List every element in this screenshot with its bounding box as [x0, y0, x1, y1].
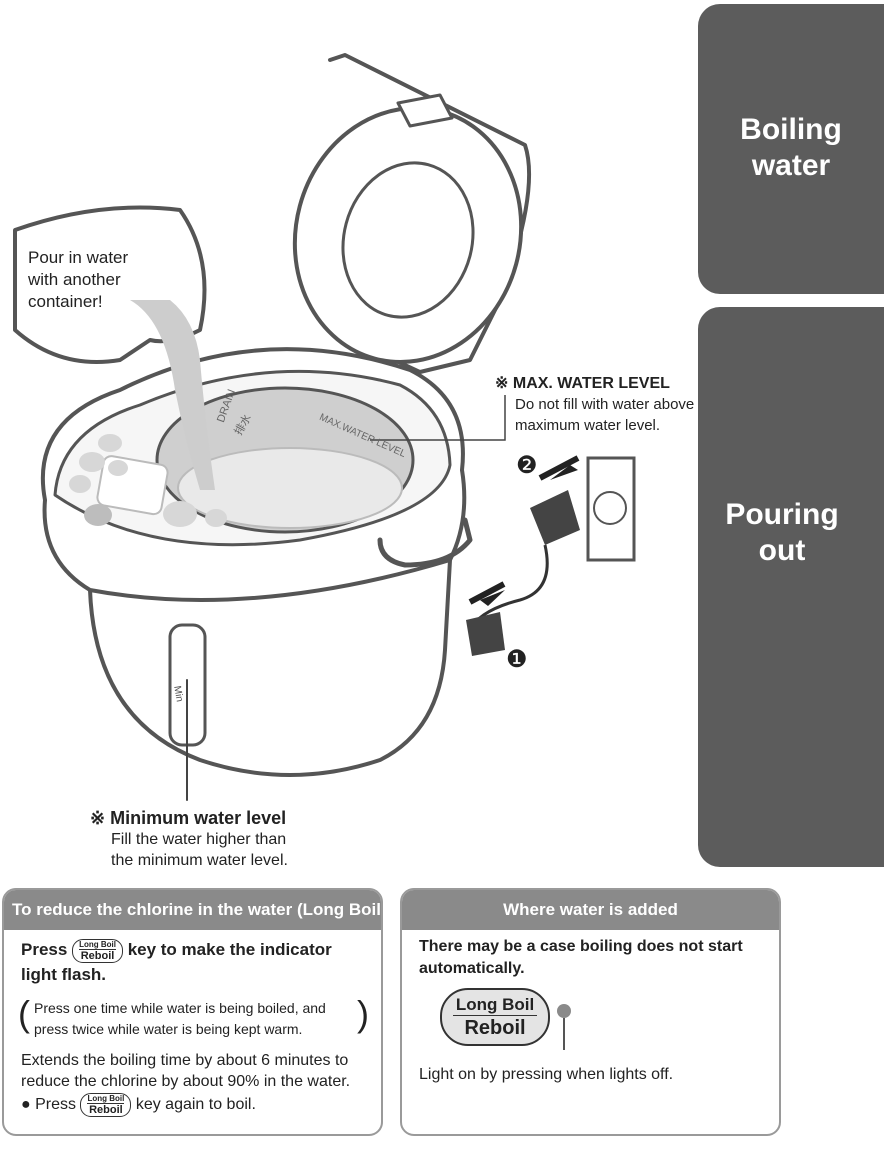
bullet-press: Press [35, 1095, 77, 1113]
long-boil-reboil-key[interactable]: Long Boil Reboil [72, 938, 123, 963]
press-line2: light flash. [21, 964, 106, 984]
large-key-top: Long Boil [455, 995, 535, 1014]
pour-callout-line3: container! [28, 292, 103, 311]
max-level-title: MAX. WATER LEVEL [512, 375, 670, 392]
bullet-dot: ● [21, 1095, 31, 1113]
press-instruction: Press Long Boil Reboil key to make the i… [4, 930, 381, 986]
extends-line1: Extends the boiling time by about 6 minu… [21, 1051, 349, 1069]
tab-pouring-line2: out [758, 534, 806, 567]
max-level-body-line1: Do not fill with water above [515, 396, 695, 413]
indicator-leader-line [563, 1018, 565, 1050]
warning-line2: automatically. [419, 960, 525, 977]
tab-pouring-out[interactable]: Pouring out [698, 307, 884, 867]
tab-boiling-line2: water [751, 149, 831, 182]
key-top-label: Long Boil [87, 1093, 125, 1103]
long-boil-reboil-button-large[interactable]: Long Boil Reboil [440, 988, 550, 1046]
press-word: Press [21, 940, 68, 959]
key-bottom-label: Reboil [87, 1102, 125, 1116]
max-level-mark: ※ [495, 375, 509, 392]
tab-boiling-line1: Boiling [740, 113, 842, 146]
light-note: Light on by pressing when lights off. [419, 1066, 674, 1083]
bullet-rest: key again to boil. [135, 1095, 256, 1113]
key-bottom-label: Reboil [79, 948, 116, 962]
tab-boiling-water[interactable]: Boiling water [698, 4, 884, 294]
note-line2: press twice while water is being kept wa… [34, 1020, 303, 1037]
pour-callout-line2: with another [28, 270, 121, 289]
key-top-label: Long Boil [79, 939, 116, 949]
indicator-figure: Long Boil Reboil [402, 980, 779, 1060]
long-boil-box-header: To reduce the chlorine in the water (Lon… [4, 890, 381, 930]
long-boil-box: To reduce the chlorine in the water (Lon… [2, 888, 383, 1136]
thermo-pot-illustration [13, 53, 636, 801]
bullet-line: ● Press Long Boil Reboil key again to bo… [21, 1092, 373, 1117]
pour-callout-line1: Pour in water [28, 248, 129, 267]
min-level-title: Minimum water level [110, 808, 287, 828]
water-added-box-header: Where water is added [402, 890, 779, 930]
min-level-body-line1: Fill the water higher than [111, 831, 287, 848]
max-level-body-line2: maximum water level. [515, 417, 661, 434]
max-water-level-note: ※ MAX. WATER LEVEL Do not fill with wate… [495, 373, 694, 436]
min-water-level-note: ※ Minimum water level Fill the water hig… [90, 808, 288, 871]
warning-line1: There may be a case boiling does not sta… [419, 938, 743, 955]
min-level-mark: ※ [90, 808, 106, 828]
large-key-bottom: Reboil [464, 1017, 526, 1039]
boiling-warning: There may be a case boiling does not sta… [402, 930, 779, 980]
note-line1: Press one time while water is being boil… [34, 999, 326, 1016]
tab-pouring-line1: Pouring [725, 498, 839, 531]
press-rest: key to make the indicator [127, 940, 332, 959]
water-added-box: Where water is added There may be a case… [400, 888, 781, 1136]
min-level-body-line2: the minimum water level. [111, 852, 288, 869]
pour-callout: Pour in water with another container! [28, 247, 128, 313]
press-times-note: ( Press one time while water is being bo… [18, 993, 369, 1042]
long-boil-reboil-key-small[interactable]: Long Boil Reboil [80, 1092, 132, 1117]
extends-line2: reduce the chlorine by about 90% in the … [21, 1072, 351, 1090]
indicator-light [557, 1004, 571, 1018]
step-one-marker: ❶ [506, 646, 528, 673]
extends-text: Extends the boiling time by about 6 minu… [4, 1042, 381, 1117]
step-two-marker: ❷ [516, 452, 538, 479]
